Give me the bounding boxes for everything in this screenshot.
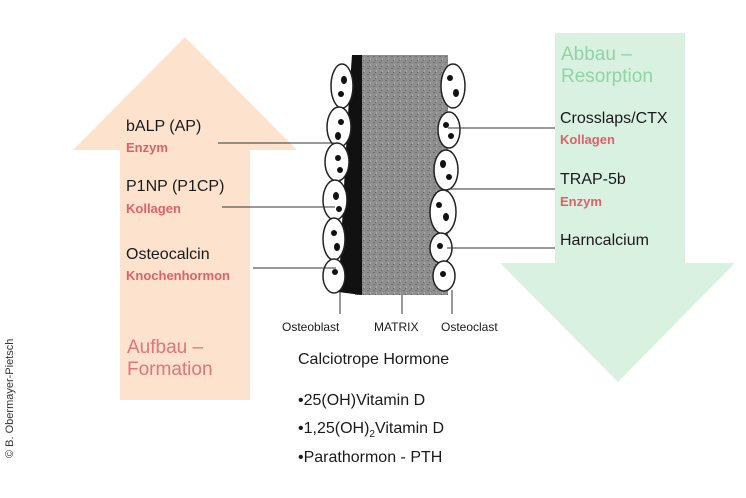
marker-trap5b-name: TRAP-5b <box>560 171 626 188</box>
copyright-note: © B. Obermayer-Pietsch <box>4 338 16 458</box>
hormone-item: •Parathormon - PTH <box>298 449 442 467</box>
formation-title-line2: Formation <box>127 359 213 380</box>
hormone-text-after: Vitamin D <box>374 420 445 437</box>
label-matrix: MATRIX <box>374 320 419 334</box>
marker-ctx-type: Kollagen <box>560 132 615 147</box>
osteoclast-nuclei <box>436 75 459 277</box>
marker-balp-name: bALP (AP) <box>126 118 202 135</box>
formation-arrow <box>73 37 297 400</box>
marker-ctx-name: Crosslaps/CTX <box>560 110 668 127</box>
hormone-text: Parathormon - PTH <box>303 449 443 466</box>
osteoblast-nuclei <box>331 76 347 275</box>
label-osteoclast: Osteoclast <box>441 320 498 334</box>
resorption-title-line1: Abbau – <box>561 44 632 65</box>
hormone-subscript: 2 <box>369 429 375 441</box>
resorption-pointer-lines <box>447 127 555 249</box>
hormone-item: •1,25(OH)2Vitamin D <box>298 420 444 440</box>
resorption-title-line2: Resorption <box>561 66 653 87</box>
marker-balp-type: Enzym <box>126 140 168 155</box>
hormone-text: 25(OH)Vitamin D <box>303 392 426 409</box>
bullet: • <box>298 420 304 437</box>
hormone-item: •25(OH)Vitamin D <box>298 392 425 410</box>
formation-title-line1: Aufbau – <box>127 337 204 358</box>
marker-harncalcium-name: Harncalcium <box>560 232 649 249</box>
bullet: • <box>298 392 304 409</box>
formation-pointer-lines <box>218 142 336 269</box>
marker-p1np-type: Kollagen <box>126 201 181 216</box>
marker-trap5b-type: Enzym <box>560 194 602 209</box>
hormone-text: 1,25(OH) <box>303 420 370 437</box>
hormones-title: Calciotrope Hormone <box>298 351 450 368</box>
resorption-arrow <box>500 33 735 382</box>
marker-osteocalcin-type: Knochenhormon <box>126 268 230 283</box>
marker-osteocalcin-name: Osteocalcin <box>126 246 210 263</box>
bullet: • <box>298 449 304 466</box>
label-osteoblast: Osteoblast <box>282 320 340 334</box>
marker-p1np-name: P1NP (P1CP) <box>126 178 225 195</box>
bottom-pointer-lines <box>339 290 453 314</box>
